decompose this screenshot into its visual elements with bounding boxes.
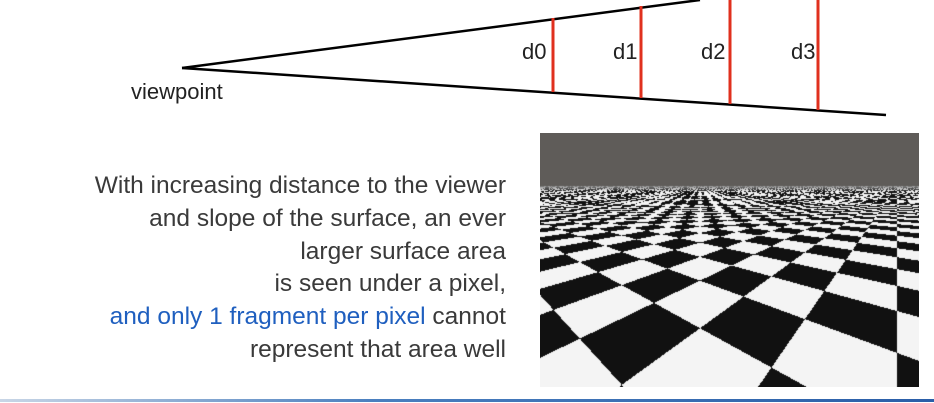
explanation-line-2: and slope of the surface, an ever [149,204,506,232]
viewing-frustum-diagram: d0 d1 d2 d3 viewpoint [131,0,887,117]
explanation-line-6: represent that area well [249,335,506,363]
explanation-line-4: is seen under a pixel, [274,270,506,298]
viewpoint-label: viewpoint [131,79,223,104]
explanation-line-5-rest: cannot [425,303,506,331]
frustum-upper-edge [181,0,701,70]
distance-label-d1: d1 [613,39,637,64]
frustum-lower-edge [181,66,887,117]
explanation-line-3: larger surface area [300,237,506,265]
distance-label-d0: d0 [522,39,546,64]
explanation-text: With increasing distance to the viewer a… [20,170,506,367]
explanation-line-1: With increasing distance to the viewer [94,172,506,199]
explanation-line-5: and only 1 fragment per pixel cannot [20,301,506,334]
footer-divider [0,399,934,402]
checkerboard-plane [540,133,919,387]
distance-label-d3: d3 [791,39,815,64]
distance-label-d2: d2 [701,39,725,64]
checkerboard-render-image [540,133,919,387]
highlighted-phrase: and only 1 fragment per pixel [109,303,426,331]
